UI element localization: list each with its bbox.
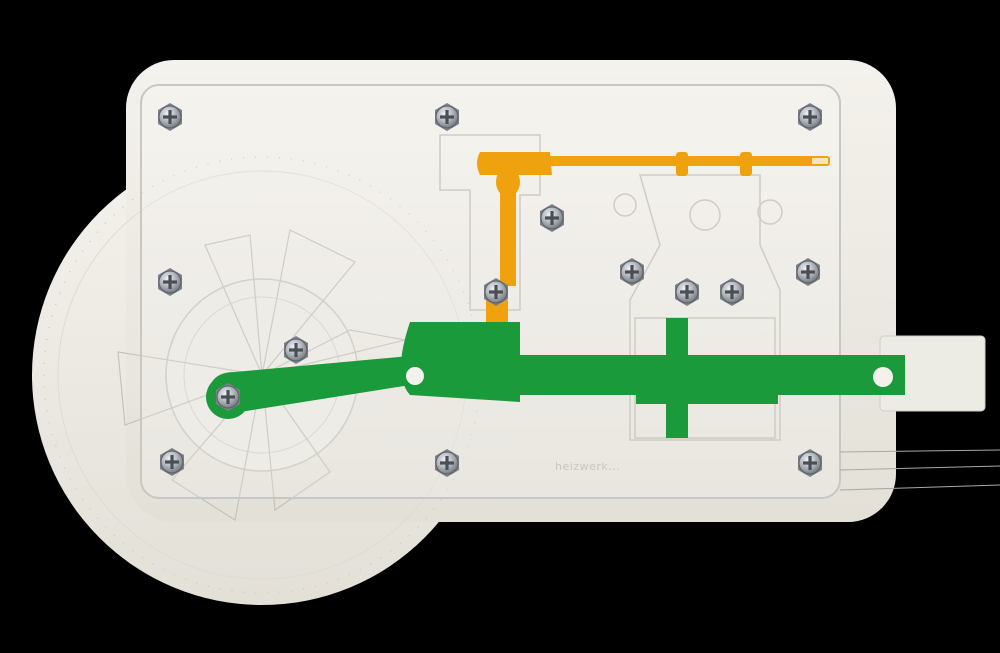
governor-linkage (477, 152, 830, 330)
rod-end (812, 158, 828, 164)
connecting-rod (401, 318, 905, 438)
wrist-pin-hole (406, 367, 424, 385)
guide-rails (839, 449, 1000, 491)
watermark-text: heizwerk... (555, 460, 620, 473)
rod-hole (873, 367, 893, 387)
